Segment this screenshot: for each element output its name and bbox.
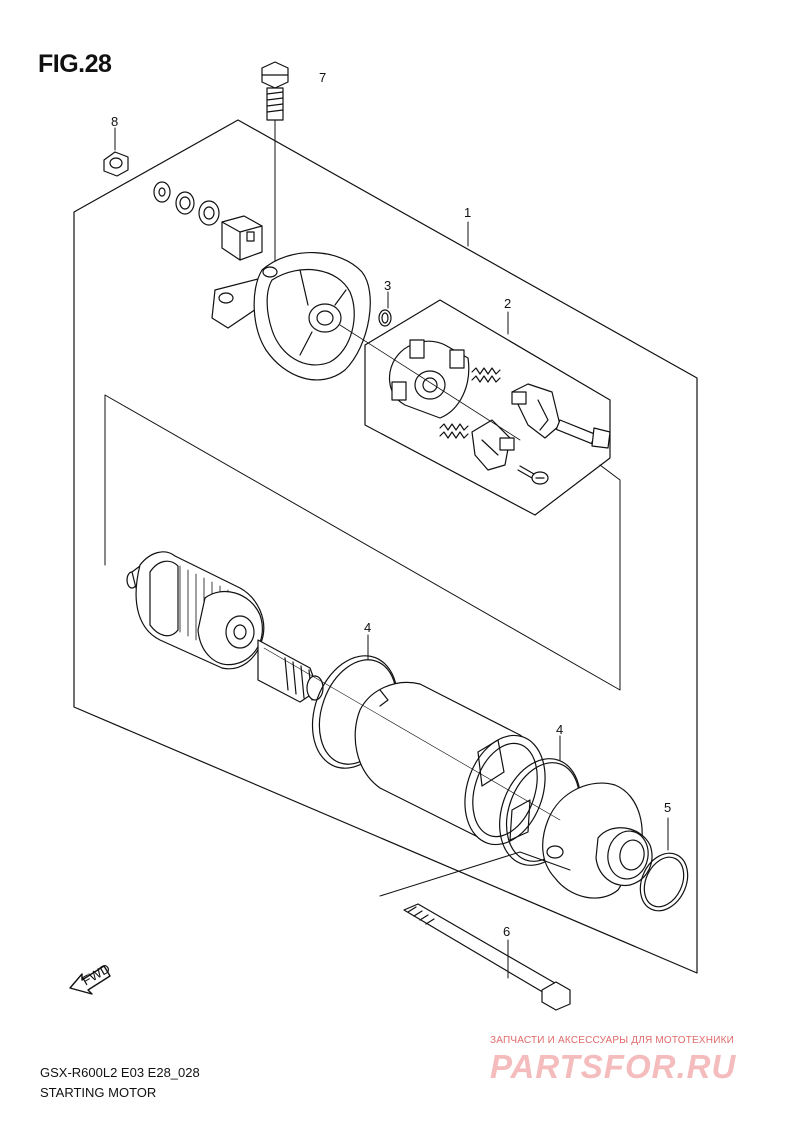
brush-set-outline	[364, 299, 611, 516]
callout-3: 3	[384, 278, 391, 293]
brush-terminal-upper	[511, 383, 561, 439]
front-cover	[542, 782, 653, 899]
axis-line-front	[263, 647, 561, 821]
watermark-tagline: ЗАПЧАСТИ И АКСЕССУАРЫ ДЛЯ МОТОТЕХНИКИ	[490, 1035, 735, 1046]
brush-terminal-lower	[471, 419, 515, 471]
through-bolt-part-6	[403, 903, 571, 1011]
callout-4a: 4	[364, 620, 371, 635]
armature	[126, 551, 324, 703]
leader-front	[379, 851, 571, 897]
callout-6: 6	[503, 924, 510, 939]
terminal-bolt	[555, 419, 611, 449]
brush-holder-plate	[388, 339, 470, 419]
watermark-logo: PARTSFOR.RU	[490, 1048, 737, 1085]
axis-line-rear	[339, 324, 521, 441]
brush-screw	[517, 465, 549, 485]
figure-title: FIG.28	[38, 50, 112, 78]
yoke-housing	[354, 681, 546, 846]
figure-name: STARTING MOTOR	[40, 1085, 157, 1100]
bolt-part-7	[261, 61, 289, 263]
o-ring-part-3	[378, 291, 392, 327]
model-code: GSX-R600L2 E03 E28_028	[40, 1065, 200, 1080]
fwd-arrow-icon: FWD	[69, 961, 113, 995]
rear-end-cover	[211, 252, 371, 381]
brush-springs	[439, 367, 501, 439]
callout-1: 1	[464, 205, 471, 220]
washer-set	[153, 181, 220, 226]
nut-part-8	[103, 127, 129, 177]
callout-2: 2	[504, 296, 511, 311]
insulator-bushing	[221, 215, 263, 261]
callout-4b: 4	[556, 722, 563, 737]
callout-5: 5	[664, 800, 671, 815]
assembly-outline	[73, 119, 698, 974]
callout-8: 8	[111, 114, 118, 129]
o-ring-part-5	[639, 817, 689, 912]
callout-7: 7	[319, 70, 326, 85]
inner-frame	[104, 394, 621, 691]
